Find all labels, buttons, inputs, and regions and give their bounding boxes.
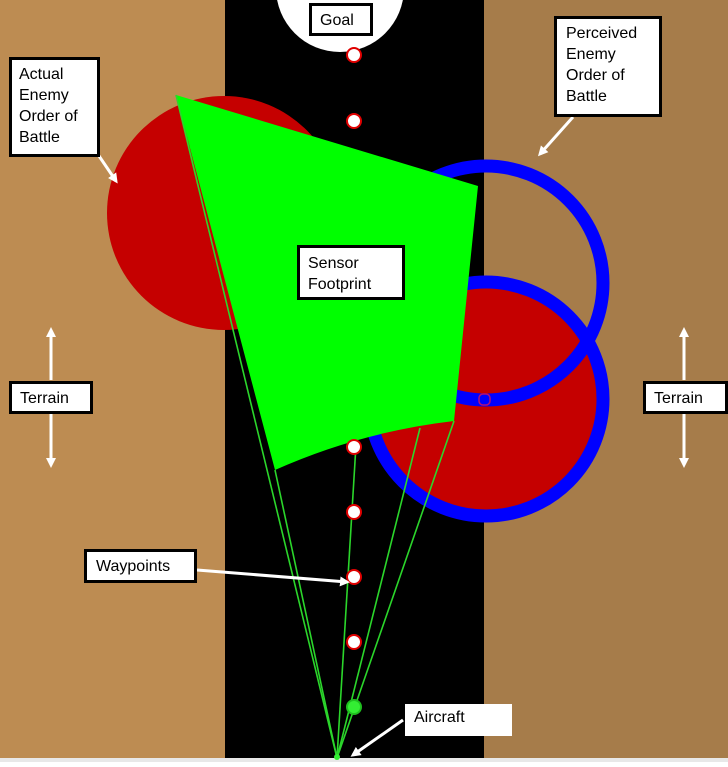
sensor-ray	[175, 94, 338, 759]
sensor-ray	[336, 444, 357, 759]
sensor-ray	[274, 469, 338, 759]
arrow-perceived-enemy	[538, 116, 575, 157]
waypoint[interactable]	[346, 47, 362, 63]
bottom-border	[0, 758, 728, 762]
waypoint[interactable]	[346, 569, 362, 585]
arrow-waypoints	[196, 568, 350, 587]
waypoints-label: Waypoints	[84, 549, 197, 583]
annotation-arrows	[46, 116, 689, 757]
aircraft-label: Aircraft	[405, 704, 512, 736]
waypoint[interactable]	[346, 113, 362, 129]
waypoint[interactable]	[346, 504, 362, 520]
perceived-enemy-label: Perceived Enemy Order of Battle	[554, 16, 662, 117]
waypoint[interactable]	[346, 439, 362, 455]
terrain-left-label: Terrain	[9, 381, 93, 414]
arrow-aircraft	[350, 718, 404, 757]
goal-label: Goal	[309, 3, 373, 36]
aircraft-icon[interactable]	[334, 754, 340, 760]
actual-enemy-label: Actual Enemy Order of Battle	[9, 57, 100, 157]
waypoint[interactable]	[346, 634, 362, 650]
terrain-right-label: Terrain	[643, 381, 728, 414]
arrow-actual-enemy	[95, 152, 118, 184]
sensor-footprint-label: Sensor Footprint	[297, 245, 405, 300]
enemy-center-marker	[478, 393, 491, 406]
current-waypoint[interactable]	[346, 699, 362, 715]
